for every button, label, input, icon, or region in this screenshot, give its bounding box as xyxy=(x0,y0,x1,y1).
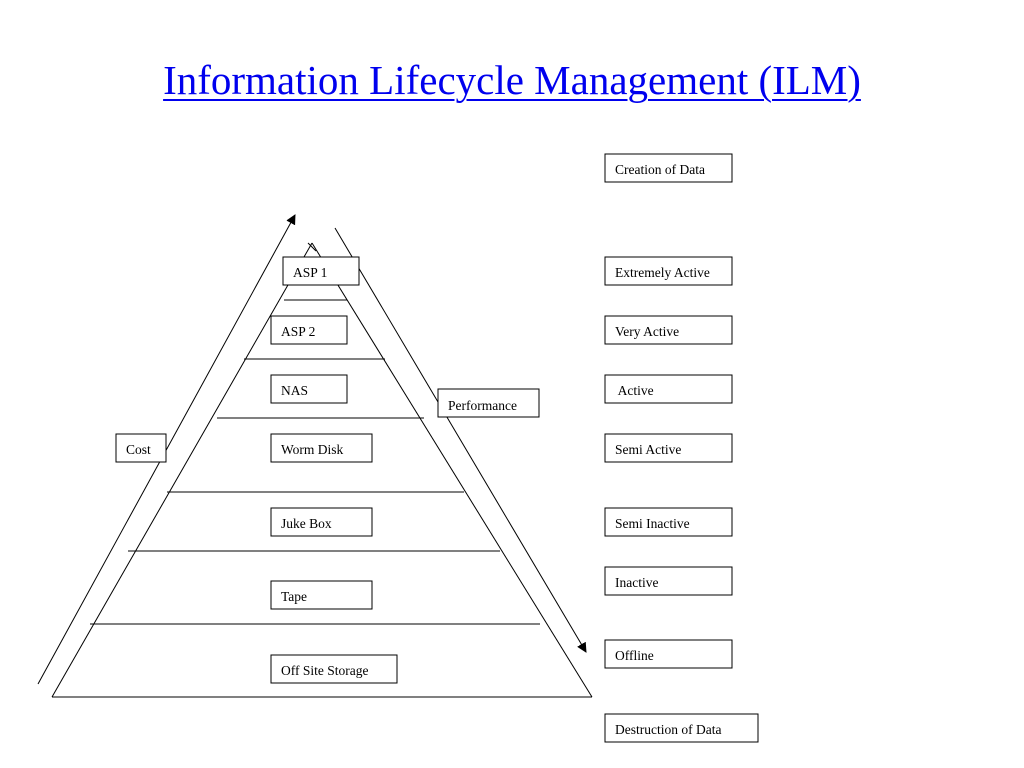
tier-box-nas: NAS xyxy=(270,374,348,404)
cost-label-box: Cost xyxy=(115,433,167,463)
performance-label: Performance xyxy=(448,398,517,413)
stage-box-very-active: Very Active xyxy=(604,315,733,345)
tier-box-asp1: ASP 1 xyxy=(282,256,360,286)
stage-box-offline: Offline xyxy=(604,639,733,669)
tier-box-worm-disk: Worm Disk xyxy=(270,433,373,463)
performance-arrow xyxy=(334,227,587,653)
stage-label: Creation of Data xyxy=(615,162,705,177)
tier-label: Off Site Storage xyxy=(281,663,369,678)
tier-box-juke-box: Juke Box xyxy=(270,507,373,537)
pyramid xyxy=(51,242,593,698)
tier-label: Worm Disk xyxy=(281,442,344,457)
pyramid-apex-tick xyxy=(307,242,317,252)
stage-label: Destruction of Data xyxy=(615,722,721,737)
stage-box-destruction-of-data: Destruction of Data xyxy=(604,713,759,743)
tier-box-asp2: ASP 2 xyxy=(270,315,348,345)
stage-label: Extremely Active xyxy=(615,265,710,280)
slide-title: Information Lifecycle Management (ILM) xyxy=(163,57,861,103)
stage-label: Inactive xyxy=(615,575,658,590)
stage-label: Semi Inactive xyxy=(615,516,690,531)
stage-label: Offline xyxy=(615,648,654,663)
tier-label: NAS xyxy=(281,383,308,398)
tier-label: Juke Box xyxy=(281,516,332,531)
stage-label: Semi Active xyxy=(615,442,681,457)
stage-box-active: Active xyxy=(604,374,733,404)
stage-box-semi-inactive: Semi Inactive xyxy=(604,507,733,537)
stage-box-inactive: Inactive xyxy=(604,566,733,596)
performance-label-box: Performance xyxy=(437,388,540,418)
cost-label: Cost xyxy=(126,442,151,457)
stage-label: Active xyxy=(615,383,654,398)
stage-box-extremely-active: Extremely Active xyxy=(604,256,733,286)
tier-label: Tape xyxy=(281,589,307,604)
stage-box-semi-active: Semi Active xyxy=(604,433,733,463)
pyramid-right-edge xyxy=(311,242,593,698)
tier-dividers xyxy=(90,299,540,625)
tier-label: ASP 1 xyxy=(293,265,327,280)
tier-label: ASP 2 xyxy=(281,324,315,339)
tier-box-tape: Tape xyxy=(270,580,373,610)
tier-box-off-site-storage: Off Site Storage xyxy=(270,654,398,684)
pyramid-left-edge xyxy=(51,242,313,698)
stage-label: Very Active xyxy=(615,324,679,339)
stage-box-creation-of-data: Creation of Data xyxy=(604,153,733,183)
